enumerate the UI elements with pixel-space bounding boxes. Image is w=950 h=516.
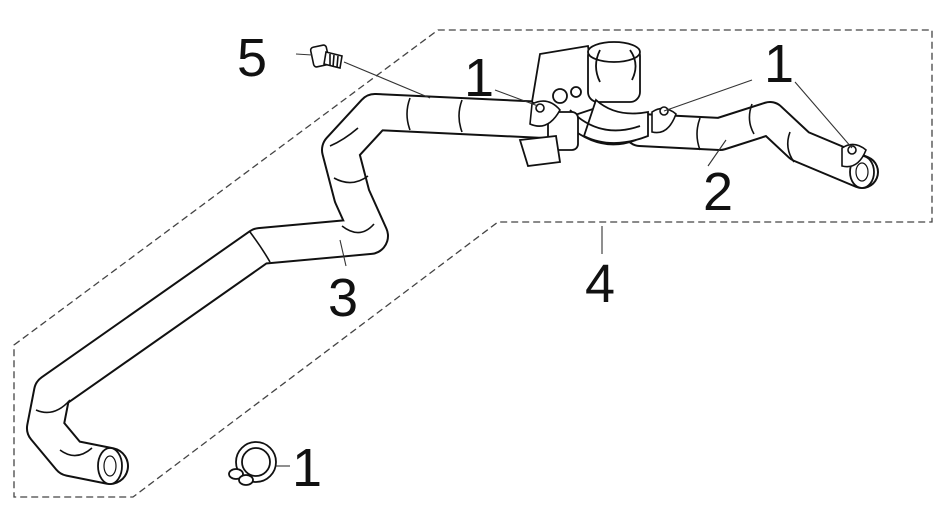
hose-clamp-valve-right (651, 106, 677, 134)
callout-5: 5 (237, 28, 267, 88)
bolt (309, 44, 343, 69)
callout-3: 3 (328, 268, 358, 328)
callout-2: 2 (703, 162, 733, 222)
assembly-boundary (13, 29, 933, 498)
callout-1-right-clamps: 1 (764, 34, 794, 94)
callout-1-valve-clamp: 1 (464, 48, 494, 108)
callout-4: 4 (585, 254, 615, 314)
hose-clamp-loose (228, 441, 277, 486)
callout-1-loose-clamp: 1 (292, 438, 322, 498)
leader-lines (276, 53, 853, 467)
hose-2 (623, 101, 879, 189)
hose-3 (26, 93, 564, 485)
